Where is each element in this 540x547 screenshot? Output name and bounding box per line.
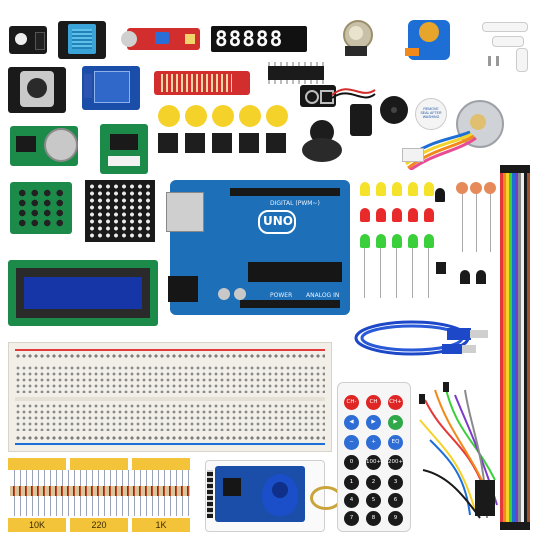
remote-btn-ch: CH <box>366 395 381 410</box>
tactile-buttons <box>158 133 288 157</box>
battery-clip <box>300 85 336 107</box>
atmega-chip <box>248 262 342 282</box>
photoresistors <box>456 182 496 252</box>
resistor-label-10k: 10K <box>8 518 66 532</box>
buzzer-sticker: REMOVE SEAL AFTER WASHING <box>415 98 447 130</box>
resistor-tape-top-2 <box>70 458 128 470</box>
stepper-driver-board <box>100 124 148 174</box>
remote-btn-6: 6 <box>388 493 403 508</box>
ir-receiver <box>435 188 445 202</box>
remote-btn-3: 3 <box>388 475 403 490</box>
servo-horns <box>478 18 533 74</box>
remote-btn-plus: + <box>366 435 381 450</box>
digital-label: DIGITAL (PWM~) <box>270 200 320 207</box>
seven-segment-digits: 88888 <box>215 27 284 51</box>
analog-label: ANALOG IN <box>306 292 340 299</box>
ir-remote: CH- CH CH+ ◀ ▶ ▶ − + EQ 0 100+ 200+ 1 2 … <box>337 382 411 532</box>
arduino-uno-board: DIGITAL (PWM~) UNO POWER ANALOG IN <box>166 180 350 315</box>
rfid-key-tag <box>262 474 298 516</box>
sound-sensor-module <box>121 28 200 50</box>
dc-power-plug <box>350 104 372 136</box>
rtc-clock-module <box>10 126 78 166</box>
remote-btn-200plus: 200+ <box>388 455 403 470</box>
stepper-motor <box>450 98 512 148</box>
joystick-module <box>8 67 66 113</box>
resistor-tape-top-1 <box>8 458 66 470</box>
remote-btn-next: ▶ <box>366 415 381 430</box>
ribbon-top-connectors <box>500 165 530 173</box>
remote-btn-ch-plus: CH+ <box>388 395 403 410</box>
remote-btn-ch-minus: CH- <box>344 395 359 410</box>
dc-jack <box>168 276 198 302</box>
servo-motor <box>405 18 453 64</box>
yellow-button-caps <box>158 105 288 129</box>
buzzer <box>380 96 408 124</box>
ic-chip <box>268 62 324 84</box>
lcd-1602-module <box>8 260 158 326</box>
battery-wires <box>331 88 376 99</box>
breadboard <box>8 342 332 452</box>
remote-btn-2: 2 <box>366 475 381 490</box>
remote-btn-7: 7 <box>344 511 359 526</box>
jumper-wire-bundle <box>419 382 498 519</box>
usb-cable <box>354 320 488 356</box>
led-matrix <box>85 180 155 242</box>
water-level-sensor <box>154 71 250 95</box>
keypad-module <box>10 182 72 234</box>
potentiometer <box>339 20 373 60</box>
resistor-label-220: 220 <box>70 518 128 532</box>
remote-btn-100plus: 100+ <box>366 455 381 470</box>
resistor-bodies <box>10 470 190 516</box>
ribbon-bottom-connectors <box>500 522 530 530</box>
resistor-tape-top-3 <box>132 458 190 470</box>
remote-btn-5: 5 <box>366 493 381 508</box>
remote-btn-0: 0 <box>344 455 359 470</box>
resistor-label-1k: 1K <box>132 518 190 532</box>
remote-btn-play: ▶ <box>388 415 403 430</box>
dupont-ribbon-cable <box>500 170 530 528</box>
seven-segment-display: 88888 <box>211 26 307 52</box>
remote-btn-9: 9 <box>388 511 403 526</box>
sensor-module-black <box>9 26 47 54</box>
stepper-connector <box>402 148 424 162</box>
joystick-cap <box>302 118 342 164</box>
uno-logo: UNO <box>258 210 296 234</box>
remote-btn-eq: EQ <box>388 435 403 450</box>
buzzer-sticker-text: REMOVE SEAL AFTER WASHING <box>420 107 442 119</box>
uno-logo-text: UNO <box>263 214 293 228</box>
transistors <box>436 262 496 312</box>
usb-port <box>166 192 204 232</box>
remote-btn-1: 1 <box>344 475 359 490</box>
relay-module <box>82 66 140 110</box>
power-label: POWER <box>270 292 293 299</box>
rfid-header-pins <box>207 470 213 518</box>
led-set <box>360 182 440 302</box>
dht11-sensor-module <box>58 21 106 59</box>
remote-btn-minus: − <box>344 435 359 450</box>
remote-btn-4: 4 <box>344 493 359 508</box>
remote-btn-8: 8 <box>366 511 381 526</box>
remote-btn-prev: ◀ <box>344 415 359 430</box>
